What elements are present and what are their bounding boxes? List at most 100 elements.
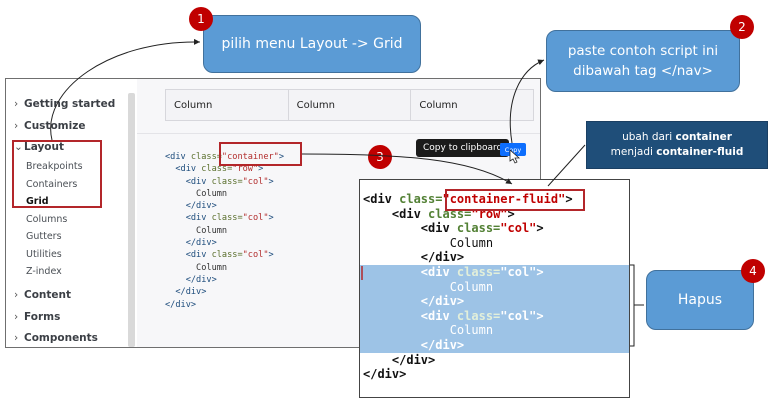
sidebar-scrollbar[interactable] <box>128 93 135 347</box>
code-token: > <box>507 206 515 221</box>
sidebar-group-label: Content <box>24 289 72 301</box>
step-badge-1: 1 <box>189 7 213 31</box>
sidebar-item-columns[interactable]: Columns <box>26 214 68 225</box>
code-token: class= <box>456 308 501 323</box>
code-token: Column <box>363 279 494 294</box>
code-snippet: <div class="container"> <div class="row"… <box>165 151 284 311</box>
example-divider <box>137 133 540 134</box>
code-token: class= <box>456 264 501 279</box>
grid-column: Column <box>165 89 289 121</box>
sidebar-item-gutters[interactable]: Gutters <box>26 231 62 242</box>
chevron-down-icon: ⌄ <box>14 141 23 153</box>
grid-column: Column <box>410 89 535 121</box>
code-token: </div> <box>363 250 465 265</box>
sidebar-group-label: Customize <box>24 120 86 132</box>
code-line: Column <box>165 225 284 237</box>
sidebar-group-label: Layout <box>24 141 65 153</box>
code-token: </div> <box>165 238 217 249</box>
code-line: </div> <box>363 294 573 309</box>
code-token: class= <box>190 152 222 162</box>
note-bold: container-fluid <box>656 146 744 158</box>
code-token: class= <box>211 250 243 261</box>
enlarged-code: <div class="container-fluid"> <div class… <box>363 192 573 382</box>
code-token: class= <box>456 221 501 236</box>
sidebar-group-content[interactable]: ›Content <box>14 289 71 301</box>
sidebar-group-layout[interactable]: ⌄Layout <box>14 141 64 153</box>
note-text: menjadi <box>610 146 657 158</box>
code-line: </div> <box>165 200 284 212</box>
code-token: <div <box>363 206 429 221</box>
code-token: <div <box>165 152 191 162</box>
code-line: Column <box>363 236 573 251</box>
code-line: </div> <box>363 338 573 353</box>
code-line: </div> <box>363 353 573 368</box>
sidebar-item-containers[interactable]: Containers <box>26 179 78 190</box>
code-token: "col" <box>242 250 269 261</box>
code-line: </div> <box>165 299 284 311</box>
note-text: ubah dari <box>622 131 676 143</box>
code-token: "col" <box>500 308 537 323</box>
sidebar-group-forms[interactable]: ›Forms <box>14 311 60 323</box>
sidebar-group-customize[interactable]: › Customize <box>14 120 85 132</box>
code-token: </div> <box>165 201 217 212</box>
step-badge-3: 3 <box>368 145 392 169</box>
code-line: </div> <box>165 274 284 286</box>
callout-text: dibawah tag </nav> <box>573 63 713 79</box>
delete-highlight <box>360 265 629 353</box>
sidebar-group-label: Forms <box>24 311 61 323</box>
sidebar-item-breakpoints[interactable]: Breakpoints <box>26 161 83 172</box>
code-line: Column <box>363 323 573 338</box>
sidebar-item-z-index[interactable]: Z-index <box>26 266 62 277</box>
code-line: <div class="col"> <box>165 249 284 261</box>
code-token: "col" <box>242 213 269 224</box>
code-token: class= <box>211 176 243 187</box>
code-token: > <box>258 164 264 175</box>
code-token: class= <box>399 192 443 206</box>
code-token: <div <box>363 308 457 323</box>
code-line: <div class="col"> <box>363 221 573 236</box>
copy-tooltip: Copy to clipboard <box>416 139 510 157</box>
callout-step-2: paste contoh script ini dibawah tag </na… <box>546 30 740 92</box>
code-token: class= <box>201 164 233 175</box>
code-token: Column <box>165 225 228 236</box>
note-bold: container <box>675 131 732 143</box>
code-token: Column <box>165 262 228 273</box>
code-token: Column <box>363 235 494 250</box>
code-token: </div> <box>165 287 207 298</box>
chevron-right-icon: › <box>14 332 19 344</box>
code-token: > <box>268 213 274 224</box>
sidebar-group-label: Components <box>24 332 98 344</box>
code-line: Column <box>363 280 573 295</box>
code-token: "container" <box>221 152 279 162</box>
code-token: > <box>268 176 274 187</box>
code-token: <div <box>363 192 400 206</box>
code-line: <div class="col"> <box>165 212 284 224</box>
code-line: <div class="col"> <box>165 176 284 188</box>
code-line: </div> <box>165 286 284 298</box>
code-line: <div class="col"> <box>363 309 573 324</box>
chevron-right-icon: › <box>14 120 19 132</box>
code-token: class= <box>211 213 243 224</box>
code-token: Column <box>363 323 494 338</box>
code-token: > <box>268 250 274 261</box>
code-token: "row" <box>232 164 259 175</box>
code-token: > <box>565 192 573 206</box>
code-token: <div <box>363 264 457 279</box>
code-token: Column <box>165 188 228 199</box>
sidebar-item-utilities[interactable]: Utilities <box>26 249 62 260</box>
grid-example: Column Column Column <box>165 89 535 121</box>
code-token: <div <box>363 221 457 236</box>
code-line: </div> <box>363 250 573 265</box>
sidebar-item-grid[interactable]: Grid <box>26 196 49 207</box>
sidebar-group-getting-started[interactable]: ›Getting started <box>14 98 115 110</box>
code-line: <div class="row"> <box>165 163 284 175</box>
code-line: </div> <box>165 237 284 249</box>
sidebar-group-components[interactable]: › Components <box>14 332 98 344</box>
code-token: > <box>278 152 285 162</box>
callout-text: paste contoh script ini <box>567 43 719 59</box>
code-token: <div <box>165 213 212 224</box>
code-token: "col" <box>500 221 537 236</box>
code-token: </div> <box>363 294 465 309</box>
copy-button[interactable]: Copy <box>500 143 526 156</box>
sidebar-group-label: Getting started <box>24 98 116 110</box>
